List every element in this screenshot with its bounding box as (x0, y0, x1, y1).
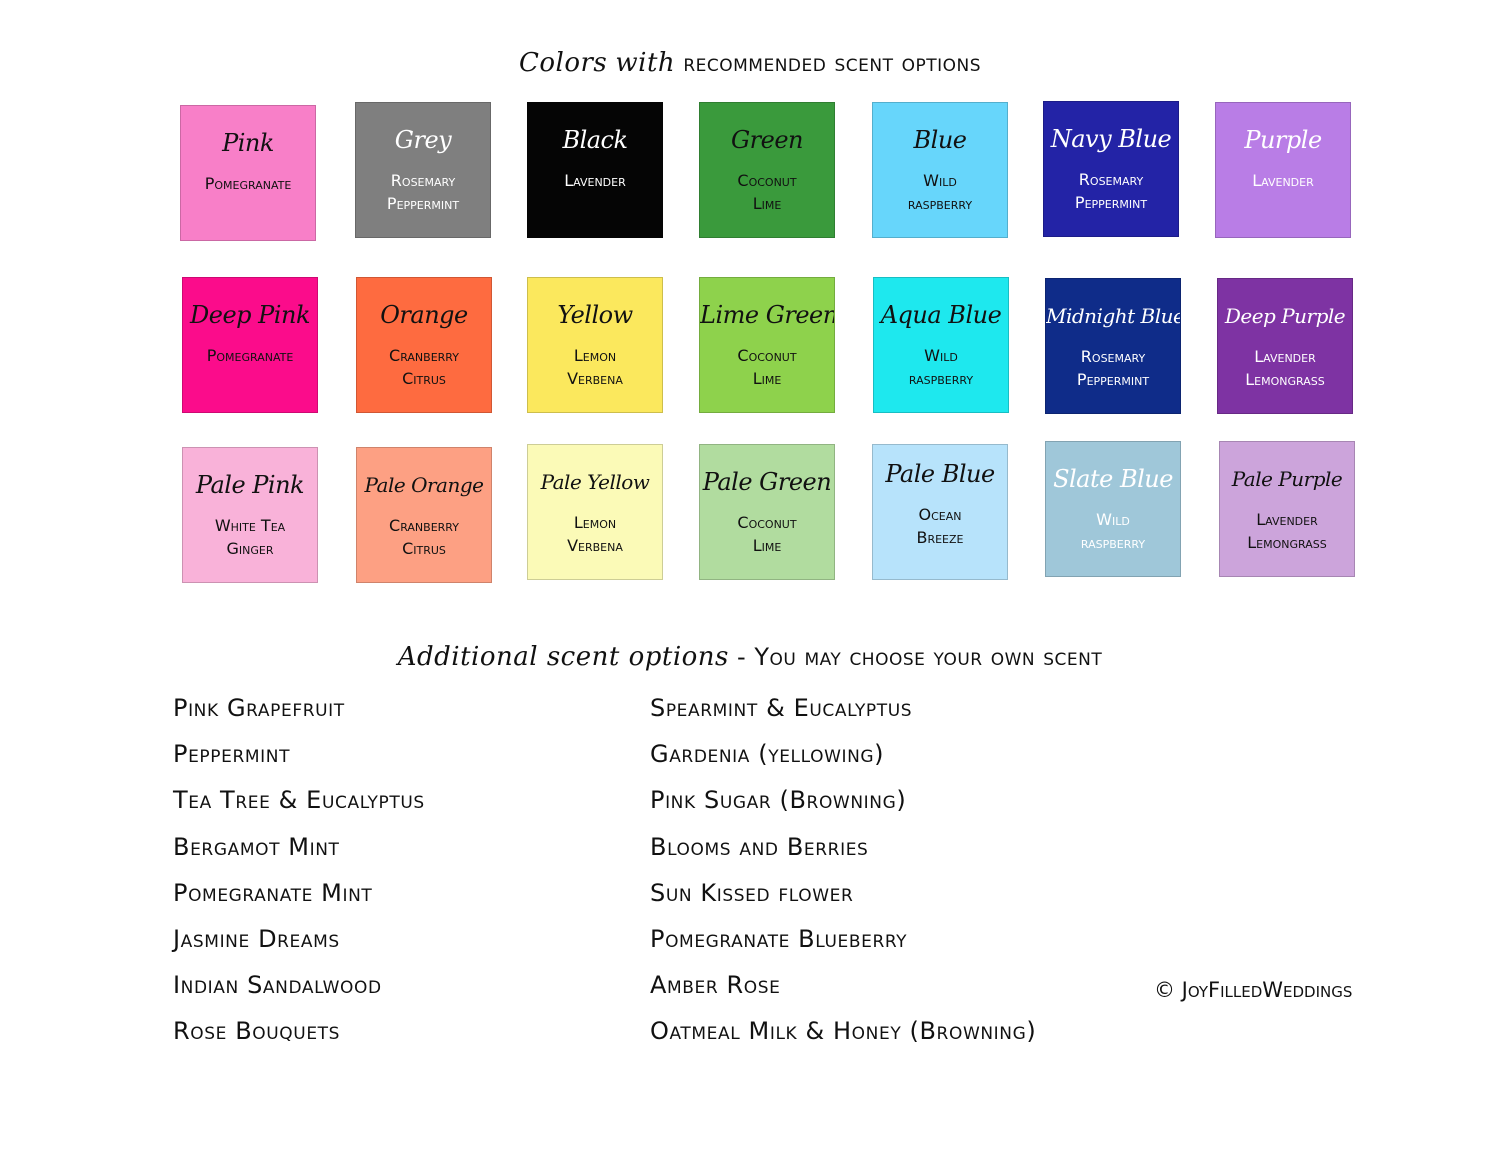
swatch-scent: Lavender Lemongrass (1247, 510, 1327, 552)
list-item: Pink Grapefruit (173, 694, 345, 722)
swatch-scent: Coconut Lime (737, 513, 797, 555)
swatch-scent: Cranberry Citrus (389, 346, 459, 388)
swatch-scent: Lavender (564, 171, 626, 190)
swatch-scent: Cranberry Citrus (389, 516, 459, 558)
list-item: Blooms and Berries (650, 832, 869, 861)
copyright-notice: © JoyFilledWeddings (1154, 978, 1353, 1002)
swatch-color-name: Yellow (557, 301, 633, 329)
swatch-scent: Coconut Lime (737, 346, 797, 388)
swatch-scent: Lavender (1252, 171, 1314, 190)
list-item: Rose Bouquets (173, 1017, 341, 1046)
list-item: Amber Rose (650, 971, 781, 1000)
additional-scents-title: Additional scent options - You may choos… (0, 642, 1500, 672)
scent-list-right: Spearmint & Eucalyptus Gardenia (yellowi… (650, 692, 1036, 1062)
swatch-scent: Wild raspberry (1080, 510, 1146, 552)
list-item: Spearmint & Eucalyptus (650, 694, 913, 722)
swatch-color-name: Pale Orange (364, 473, 484, 497)
list-item: Bergamot Mint (173, 832, 340, 861)
swatch-scent: Pomegranate (206, 346, 294, 365)
swatch-color-name: Deep Pink (190, 301, 310, 329)
swatch-scent: Rosemary Peppermint (386, 171, 460, 213)
scent-list-left: Pink Grapefruit Peppermint Tea Tree & Eu… (173, 692, 425, 1062)
swatch-color-name: Navy Blue (1050, 125, 1172, 153)
swatch-color-name: Deep Purple (1224, 304, 1346, 328)
swatch-color-name: Blue (913, 126, 967, 154)
additional-title-main: Additional scent options (397, 642, 729, 672)
swatch-color-name: Black (562, 126, 628, 154)
list-item: Tea Tree & Eucalyptus (173, 786, 425, 815)
swatch-color-name: Grey (394, 126, 452, 154)
swatch-color-name: Pale Yellow (540, 470, 650, 494)
title-word-scent-options: recommended scent options (683, 49, 982, 77)
swatch-color-name: Pale Green (702, 468, 832, 496)
swatch-scent: Wild raspberry (908, 346, 974, 388)
page-title: Colors with recommended scent options (0, 48, 1500, 78)
list-item: Jasmine Dreams (173, 924, 340, 953)
swatch-color-name: Pale Purple (1231, 467, 1343, 491)
list-item: Oatmeal Milk & Honey (Browning) (650, 1017, 1037, 1046)
list-item: Pomegranate Blueberry (650, 924, 908, 953)
swatch-scent: White Tea Ginger (214, 516, 286, 558)
swatch-scent: Rosemary Peppermint (1076, 347, 1150, 389)
list-item: Sun Kissed flower (650, 878, 854, 907)
swatch-color-name: Pale Blue (885, 460, 995, 488)
swatch-scent: Lavender Lemongrass (1245, 347, 1325, 389)
swatch-scent: Lemon Verbena (567, 346, 623, 388)
list-item: Pink Sugar (Browning) (650, 786, 907, 815)
swatch-scent: Pomegranate (204, 174, 292, 193)
title-word-colors: Colors (518, 48, 608, 78)
swatch-color-name: Pale Pink (195, 471, 305, 499)
swatch-color-name: Aqua Blue (880, 301, 1002, 329)
swatch-color-name: Slate Blue (1053, 465, 1173, 493)
list-item: Indian Sandalwood (173, 971, 382, 1000)
additional-title-sub: - You may choose your own scent (737, 643, 1103, 671)
swatch-scent: Coconut Lime (737, 171, 797, 213)
swatch-scent: Ocean Breeze (916, 505, 964, 547)
swatch-scent: Rosemary Peppermint (1074, 170, 1148, 212)
swatch-color-name: Lime Green (700, 301, 835, 329)
swatch-color-name: Green (730, 126, 804, 154)
swatch-scent: Lemon Verbena (567, 513, 623, 555)
list-item: Pomegranate Mint (173, 878, 373, 907)
list-item: Gardenia (yellowing) (650, 740, 885, 769)
swatch-color-name: Orange (380, 301, 468, 329)
swatch-color-name: Purple (1244, 126, 1322, 154)
title-word-with: with (615, 48, 676, 78)
swatch-color-name: Pink (222, 129, 274, 157)
swatch-scent: Wild raspberry (907, 171, 973, 213)
swatch-color-name: Midnight Blue (1046, 304, 1181, 328)
list-item: Peppermint (173, 740, 291, 769)
